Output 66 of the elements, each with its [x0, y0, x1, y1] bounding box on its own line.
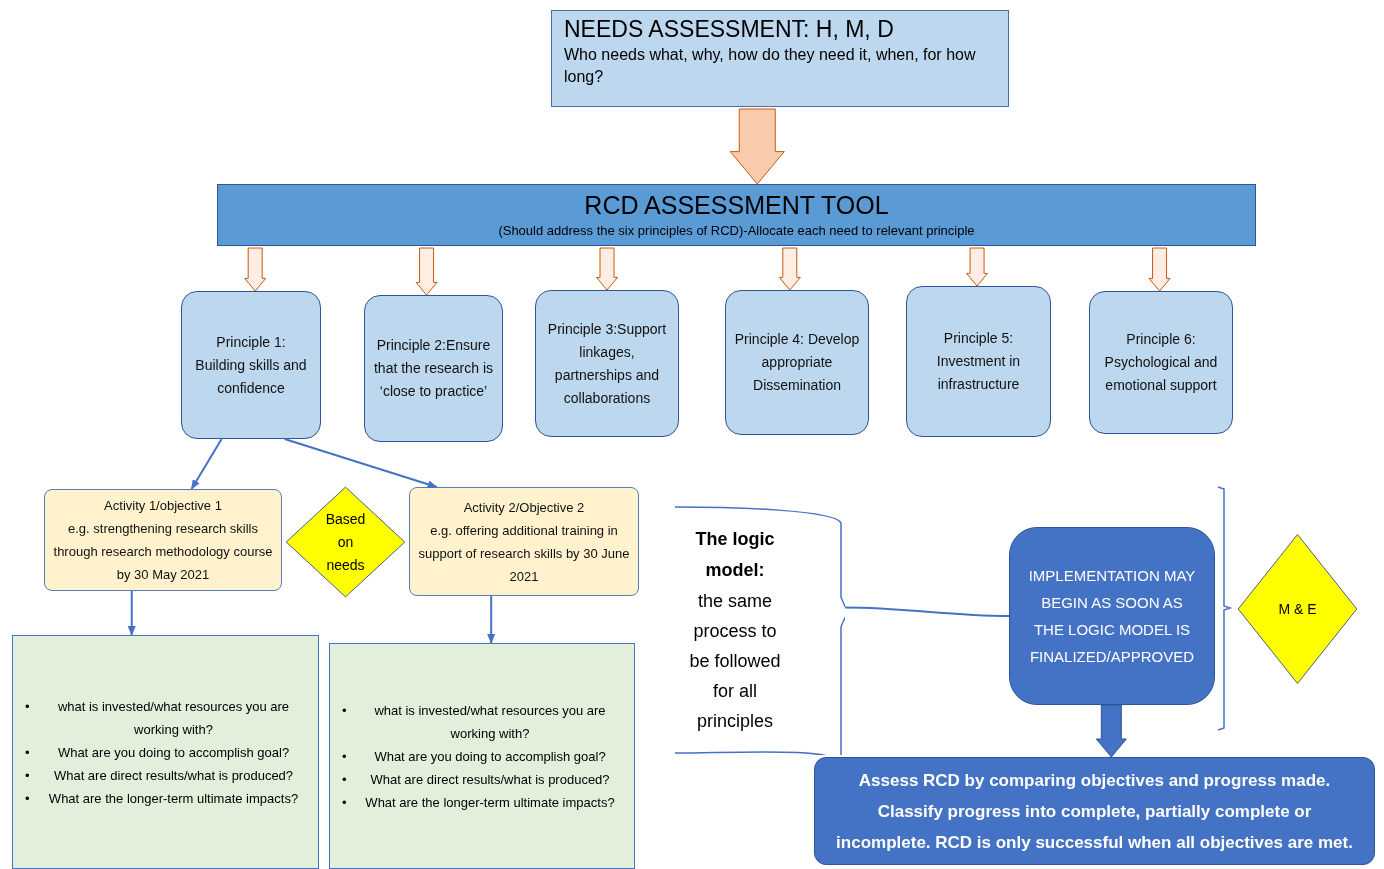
bullet-item: What are you doing to accomplish goal?	[56, 743, 291, 762]
node-text: Principle 4: Develop appropriate Dissemination	[734, 330, 860, 395]
node-text: Principle 2:Ensure that the research is ‘close to practice’	[373, 336, 494, 401]
node-text: Based on needs	[324, 509, 367, 575]
decision-diamond	[285, 486, 406, 598]
block-arrow	[1095, 704, 1127, 758]
process-box	[551, 10, 1009, 107]
bullet: •	[342, 793, 348, 812]
heading: NEEDS ASSESSMENT: H, M, D	[564, 15, 895, 44]
bullet: •	[342, 770, 348, 789]
node-text: Assess RCD by comparing objectives and progress made. Classify progress into complete, partially complete or incomplete. RCD is only successful when all objectives are met.	[835, 769, 1354, 854]
process-box	[44, 489, 282, 591]
node-text: Principle 1: Building skills and confidence	[194, 332, 308, 398]
block-arrow	[244, 247, 267, 292]
bullet: •	[25, 789, 31, 808]
body-text: e.g. offering additional training in support of research skills by 30 June 2021	[418, 521, 630, 586]
bullet-item: what is invested/what resources you are working with?	[56, 697, 291, 739]
arrow	[190, 438, 223, 490]
node-text: IMPLEMENTATION MAY BEGIN AS SOON AS THE LOGIC MODEL IS FINALIZED/APPROVED	[1027, 566, 1197, 667]
process-box	[814, 757, 1375, 865]
bullet: •	[342, 701, 348, 720]
bullet: •	[25, 697, 31, 716]
block-arrow	[778, 247, 801, 291]
process-box	[329, 643, 635, 869]
block-arrow	[596, 247, 618, 291]
block-arrow	[966, 247, 989, 287]
block-arrow	[1148, 247, 1171, 292]
bullet-item: what is invested/what resources you are working with?	[373, 701, 607, 743]
bullet-item: What are the longer-term ultimate impacts?	[364, 793, 616, 812]
body-text: Who needs what, why, how do they need it, when, for how long?	[564, 44, 977, 87]
bullet: •	[342, 747, 348, 766]
process-box	[409, 487, 639, 596]
arrow	[127, 590, 136, 636]
process-box	[1009, 527, 1215, 705]
process-box	[12, 635, 319, 869]
arrow	[487, 595, 496, 644]
bullet-item: What are direct results/what is produced?	[52, 766, 295, 785]
process-box	[535, 290, 679, 437]
bullet-item: What are the longer-term ultimate impacts?	[47, 789, 300, 808]
body-text: the same process to be followed for all principles	[688, 590, 782, 733]
connector-line	[844, 606, 1010, 617]
process-box	[364, 295, 503, 442]
body-text: e.g. strengthening research skills through research methodology course by 30 May 2021	[53, 520, 273, 584]
decision-diamond	[1237, 533, 1358, 685]
bullet-item: What are you doing to accomplish goal?	[373, 747, 607, 766]
heading: Activity 2/Objective 2	[463, 498, 585, 517]
bullet-item: What are direct results/what is produced?	[369, 770, 611, 789]
process-box	[1089, 291, 1233, 434]
block-arrow	[729, 108, 785, 185]
process-box	[906, 286, 1051, 437]
process-box	[217, 184, 1256, 246]
heading: Activity 1/objective 1	[104, 497, 222, 515]
node-text: Principle 3:Support linkages, partnerships and collaborations	[546, 319, 668, 408]
brace-callout	[675, 505, 845, 755]
node-text: M & E	[1277, 599, 1318, 619]
heading: RCD ASSESSMENT TOOL	[584, 189, 889, 221]
node-text: Principle 5: Investment in infrastructure	[935, 329, 1022, 394]
process-box	[181, 291, 321, 439]
bullet: •	[25, 743, 31, 762]
heading: The logic model:	[694, 528, 776, 582]
arrow	[283, 438, 438, 489]
node-text: Principle 6: Psychological and emotional support	[1103, 330, 1219, 395]
body-text: (Should address the six principles of RCD)-Allocate each need to relevant principle	[498, 221, 975, 240]
process-box	[725, 290, 869, 435]
bullet: •	[25, 766, 31, 785]
block-arrow	[415, 247, 438, 296]
